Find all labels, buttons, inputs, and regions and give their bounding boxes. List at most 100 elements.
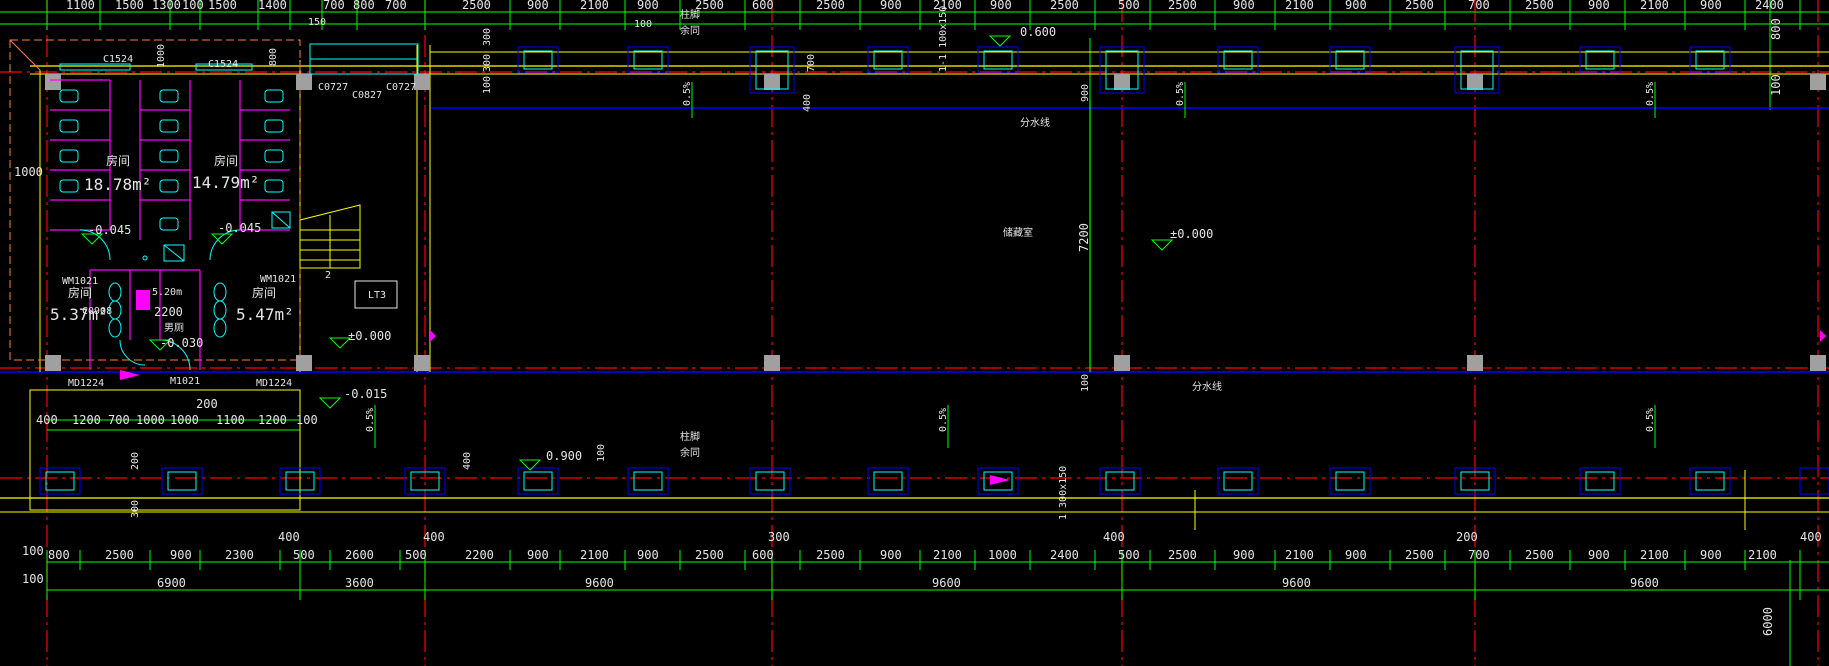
elevation: -0.045 — [88, 223, 131, 237]
stair-tag: LT3 — [368, 290, 386, 301]
dim: 100 — [22, 572, 44, 586]
dim: 200 — [1456, 530, 1478, 544]
door-window-tags: C1524 C1524 C0727 C0827 C0727 WM1021 WM1… — [62, 54, 416, 389]
hall-label: 储藏室 — [1003, 226, 1033, 239]
window-tag: C0908 — [82, 306, 112, 317]
dim: 1000 — [156, 44, 167, 68]
column — [1467, 355, 1483, 371]
dim: 300 — [130, 500, 141, 518]
dim: 400 — [1800, 530, 1822, 544]
dim: 900 — [527, 548, 549, 562]
dim: 300 — [768, 530, 790, 544]
dim: 2100 — [1285, 548, 1314, 562]
drain-line-label: 分水线 — [1192, 380, 1222, 393]
dim: 2100 — [1640, 0, 1669, 12]
dim: 900 — [170, 548, 192, 562]
dim: 300 — [482, 54, 493, 72]
toilet-fixtures — [59, 89, 291, 371]
dim: 6000 — [1761, 607, 1775, 636]
dim: 1-1 100x150 — [938, 6, 949, 72]
elevation: ±0.000 — [1170, 227, 1213, 241]
slope-label: 0.5% — [938, 408, 949, 432]
footings-top — [517, 46, 1731, 94]
dim: 700 — [108, 413, 130, 427]
dim: 400 — [462, 452, 473, 470]
dim: 100 — [634, 19, 652, 30]
fixture-marker — [136, 290, 150, 310]
small-area: 5.20m — [152, 287, 182, 298]
stair-tag-box — [354, 280, 398, 309]
dim: 600 — [752, 0, 774, 12]
dim: 2400 — [1755, 0, 1784, 12]
side-dimension-labels: 1000 100 100 800 100 6000 — [14, 18, 1783, 636]
dim: 2500 — [816, 0, 845, 12]
slope-arrows — [374, 82, 1656, 448]
column-note: 柱脚 — [680, 430, 700, 443]
dim: 400 — [278, 530, 300, 544]
annotations: 柱脚 余同 柱脚 余同 分水线 分水线 0.5% 0.5% 0.5% 0.5% … — [130, 6, 1656, 520]
dim: 2500 — [1405, 548, 1434, 562]
window-tag: C1524 — [208, 59, 238, 70]
dim: 500 — [1118, 0, 1140, 12]
dim: 400 — [423, 530, 445, 544]
dim: 100 — [1769, 74, 1783, 96]
dim: 2500 — [1168, 0, 1197, 12]
dim: 900 — [880, 548, 902, 562]
bottom-dimension-labels-row2: 6900 3600 9600 9600 9600 9600 — [157, 576, 1659, 590]
dim: 500 — [293, 548, 315, 562]
dim: 2100 — [933, 0, 962, 12]
elevation: -0.045 — [218, 221, 261, 235]
window-tag: C1524 — [103, 54, 133, 65]
dim: 9600 — [585, 576, 614, 590]
slope-label: 0.5% — [365, 408, 376, 432]
dim: 100 — [1080, 374, 1091, 392]
dim: 900 — [990, 0, 1012, 12]
dim: 900 — [1588, 548, 1610, 562]
room-area: 14.79m² — [192, 173, 259, 192]
column — [1810, 74, 1826, 90]
room-area: 5.47m² — [236, 305, 294, 324]
top-dimension-labels: 1100 1500 1300 100 1500 1400 700 800 700… — [66, 0, 1784, 12]
dim: 900 — [1700, 548, 1722, 562]
column — [764, 355, 780, 371]
dim: 3600 — [345, 576, 374, 590]
column — [45, 355, 61, 371]
window-band — [59, 43, 419, 75]
window-tag: C0727 — [386, 82, 416, 93]
dim: 700 — [385, 0, 407, 12]
dim: 1 300x150 — [1058, 466, 1069, 520]
dim: 800 — [268, 48, 279, 66]
dim: 2500 — [1168, 548, 1197, 562]
dim: 400 — [802, 94, 813, 112]
dim: 900 — [527, 0, 549, 12]
dim: 2500 — [1050, 0, 1079, 12]
note: 男厕 — [164, 322, 184, 334]
column — [1114, 74, 1130, 90]
dim: 100 — [22, 544, 44, 558]
column — [1467, 74, 1483, 90]
column — [45, 74, 61, 90]
dim: 500 — [1118, 548, 1140, 562]
dim: 2500 — [462, 0, 491, 12]
dim: 1000 — [170, 413, 199, 427]
dim: 800 — [48, 548, 70, 562]
dim: 1100 — [66, 0, 95, 12]
dim: 2500 — [1525, 0, 1554, 12]
elevation-labels: -0.045 -0.045 -0.030 ±0.000 ±0.000 -0.01… — [88, 25, 1213, 463]
dim: 700 — [323, 0, 345, 12]
dim: 1000 — [988, 548, 1017, 562]
column-note: 柱脚 — [680, 8, 700, 21]
dim: 2400 — [1050, 548, 1079, 562]
dim: 900 — [1345, 0, 1367, 12]
dim: 100 — [596, 444, 607, 462]
dim: 800 — [1769, 18, 1783, 40]
dim: 2100 — [1640, 548, 1669, 562]
dim: 2100 — [1748, 548, 1777, 562]
dim: 1000 — [14, 165, 43, 179]
dim: 1300 — [152, 0, 181, 12]
column — [764, 74, 780, 90]
dim: 2500 — [695, 0, 724, 12]
dim: 900 — [1233, 0, 1255, 12]
